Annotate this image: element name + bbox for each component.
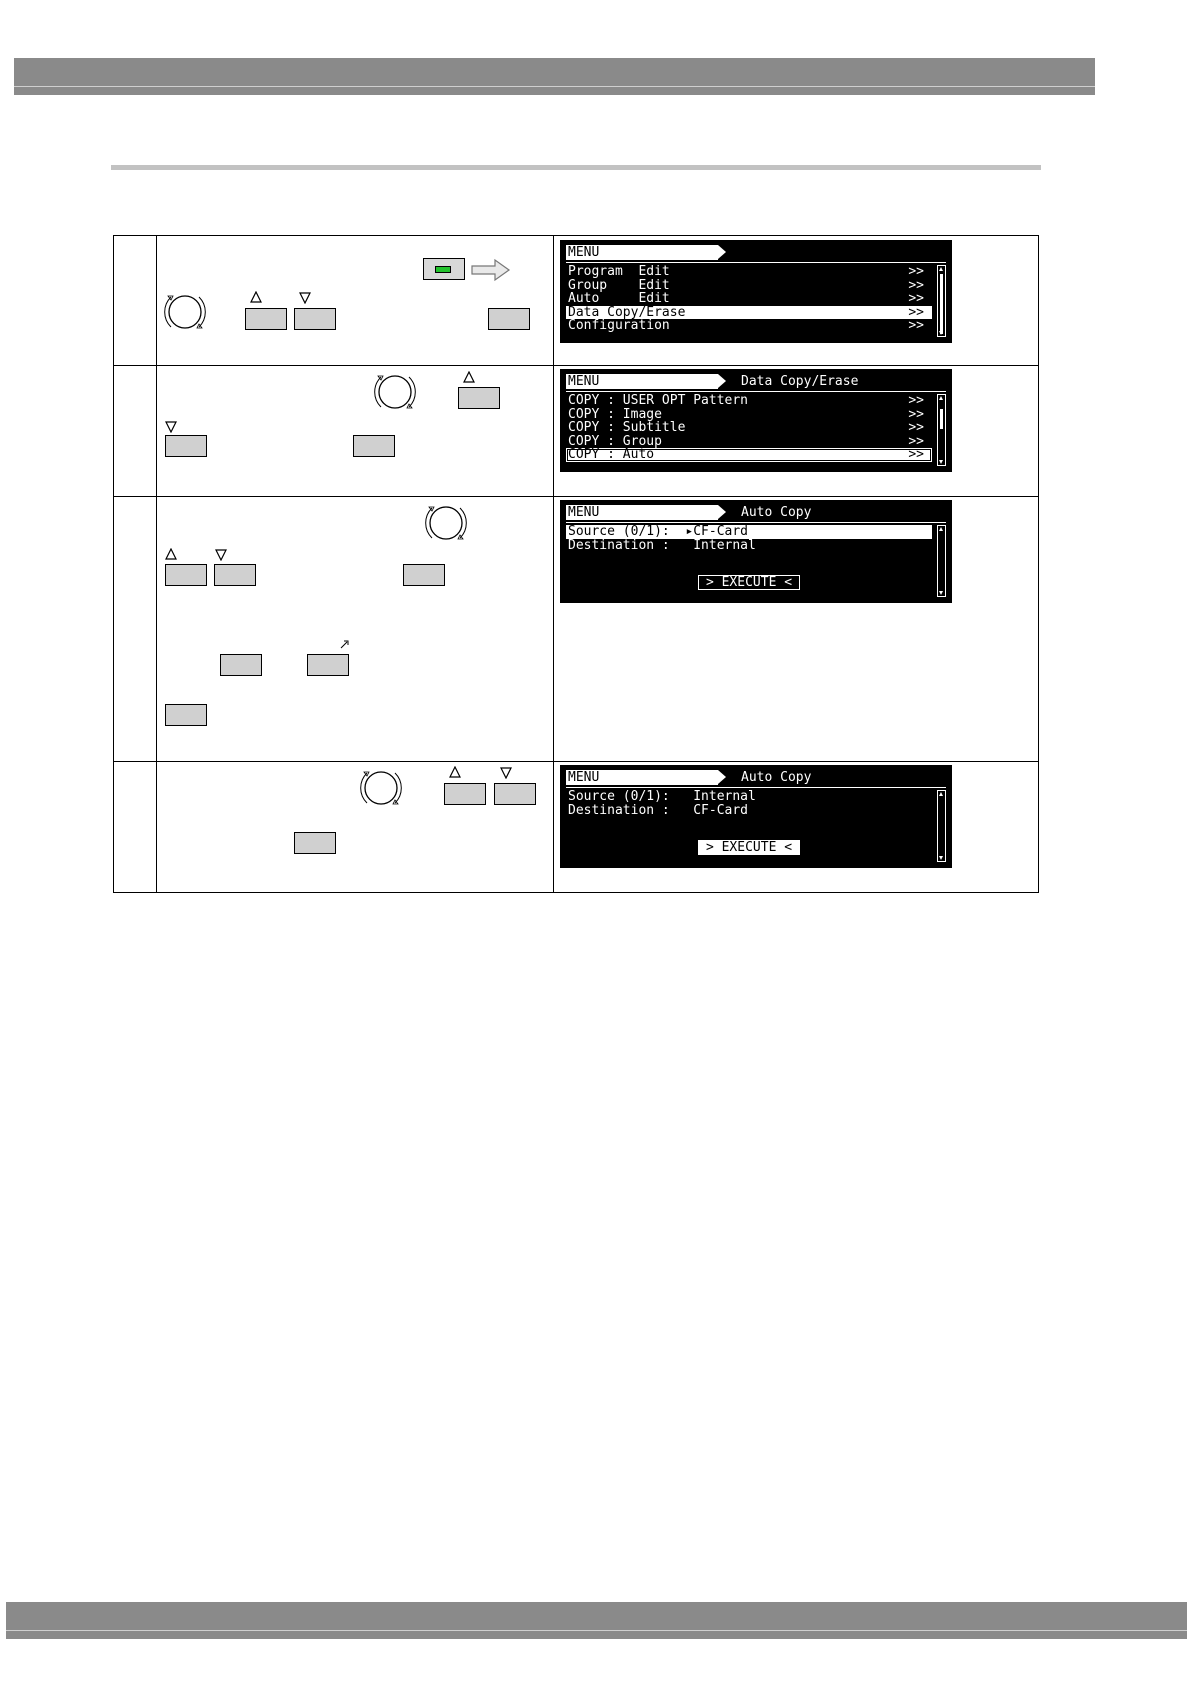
up-triangle-icon <box>250 291 262 303</box>
scrollbar[interactable] <box>937 265 946 337</box>
destination-field[interactable]: Destination : CF-Card <box>568 802 749 818</box>
lcd-screen-main-menu: MENU Program Edit>> Group Edit>> Auto Ed… <box>560 240 952 343</box>
screen-cell: MENU Auto Copy Source (0/1): ▸CF-Card Des… <box>553 496 1039 762</box>
destination-field[interactable]: Destination : Internal <box>568 537 756 553</box>
menu-item-auto-edit[interactable]: Auto Edit>> <box>568 291 924 307</box>
menu-tab: MENU <box>566 770 726 785</box>
header-bar <box>14 58 1095 95</box>
copy-item-group[interactable]: COPY : Group>> <box>568 433 924 449</box>
copy-item-image[interactable]: COPY : Image>> <box>568 406 924 422</box>
step-row-2: MENU Data Copy/Erase COPY : USER OPT Patt… <box>113 365 1039 497</box>
rotary-knob-icon[interactable] <box>422 499 470 547</box>
execute-button[interactable]: > EXECUTE < <box>698 575 800 590</box>
scrollbar[interactable] <box>937 525 946 597</box>
down-triangle-icon <box>500 767 512 779</box>
footer-bar <box>6 1602 1187 1639</box>
down-button[interactable] <box>165 435 207 457</box>
escape-button[interactable] <box>165 704 207 726</box>
copy-item-user-opt-pattern[interactable]: COPY : USER OPT Pattern>> <box>568 393 924 408</box>
arrow-right-icon <box>471 258 511 282</box>
step-number-cell <box>113 496 157 762</box>
menu-tab: MENU <box>566 374 726 389</box>
execute-button[interactable]: > EXECUTE < <box>698 840 800 855</box>
lcd-screen-auto-copy-source: MENU Auto Copy Source (0/1): ▸CF-Card Des… <box>560 500 952 603</box>
step-row-4: MENU Auto Copy Source (0/1): Internal Des… <box>113 761 1039 893</box>
menu-item-group-edit[interactable]: Group Edit>> <box>568 277 924 293</box>
screen-cell: MENU Program Edit>> Group Edit>> Auto Ed… <box>553 235 1039 366</box>
down-button[interactable] <box>294 308 336 330</box>
down-triangle-icon <box>299 292 311 304</box>
up-button[interactable] <box>245 308 287 330</box>
step-number-cell <box>113 235 157 366</box>
screen-cell: MENU Data Copy/Erase COPY : USER OPT Patt… <box>553 365 1039 497</box>
menu-item-data-copy-erase[interactable]: Data Copy/Erase>> <box>566 305 932 320</box>
up-triangle-icon <box>165 548 177 560</box>
instruction-cell <box>156 365 554 497</box>
menu-item-program-edit[interactable]: Program Edit>> <box>568 264 924 279</box>
instruction-cell <box>156 496 554 762</box>
up-button[interactable] <box>444 783 486 805</box>
step-number-cell <box>113 365 157 497</box>
scrollbar[interactable] <box>937 394 946 466</box>
rotary-knob-icon[interactable] <box>357 764 405 812</box>
key-button[interactable] <box>220 654 262 676</box>
enter-button[interactable] <box>403 564 445 586</box>
screen-title: Auto Copy <box>741 505 812 520</box>
down-button[interactable] <box>494 783 536 805</box>
up-triangle-icon <box>449 766 461 778</box>
down-triangle-icon <box>165 421 177 433</box>
down-triangle-icon <box>215 549 227 561</box>
screen-title: Data Copy/Erase <box>741 374 859 389</box>
led-icon <box>435 266 451 273</box>
shift-arrow-icon <box>340 640 349 649</box>
rotary-knob-icon[interactable] <box>161 288 209 336</box>
up-button[interactable] <box>458 387 500 409</box>
lcd-screen-data-copy-erase: MENU Data Copy/Erase COPY : USER OPT Patt… <box>560 369 952 472</box>
step-row-3: MENU Auto Copy Source (0/1): ▸CF-Card Des… <box>113 496 1039 762</box>
shift-button[interactable] <box>307 654 349 676</box>
step-row-1: MENU Program Edit>> Group Edit>> Auto Ed… <box>113 235 1039 366</box>
enter-button[interactable] <box>294 832 336 854</box>
down-button[interactable] <box>214 564 256 586</box>
copy-item-auto[interactable]: COPY : Auto>> <box>566 448 932 462</box>
instruction-cell <box>156 761 554 893</box>
enter-button[interactable] <box>488 308 530 330</box>
screen-cell: MENU Auto Copy Source (0/1): Internal Des… <box>553 761 1039 893</box>
screen-title: Auto Copy <box>741 770 812 785</box>
up-button[interactable] <box>165 564 207 586</box>
menu-button[interactable] <box>423 258 465 280</box>
rotary-knob-icon[interactable] <box>371 368 419 416</box>
scrollbar[interactable] <box>937 790 946 862</box>
section-rule <box>111 165 1041 170</box>
menu-tab: MENU <box>566 245 726 260</box>
menu-tab: MENU <box>566 505 726 520</box>
source-field[interactable]: Source (0/1): ▸CF-Card <box>566 525 932 539</box>
procedure-table: MENU Program Edit>> Group Edit>> Auto Ed… <box>113 235 1039 893</box>
enter-button[interactable] <box>353 435 395 457</box>
up-triangle-icon <box>463 371 475 383</box>
menu-item-configuration[interactable]: Configuration>> <box>568 318 924 334</box>
copy-item-subtitle[interactable]: COPY : Subtitle>> <box>568 420 924 436</box>
lcd-screen-auto-copy-internal: MENU Auto Copy Source (0/1): Internal Des… <box>560 765 952 868</box>
step-number-cell <box>113 761 157 893</box>
instruction-cell <box>156 235 554 366</box>
source-field[interactable]: Source (0/1): Internal <box>568 789 756 804</box>
